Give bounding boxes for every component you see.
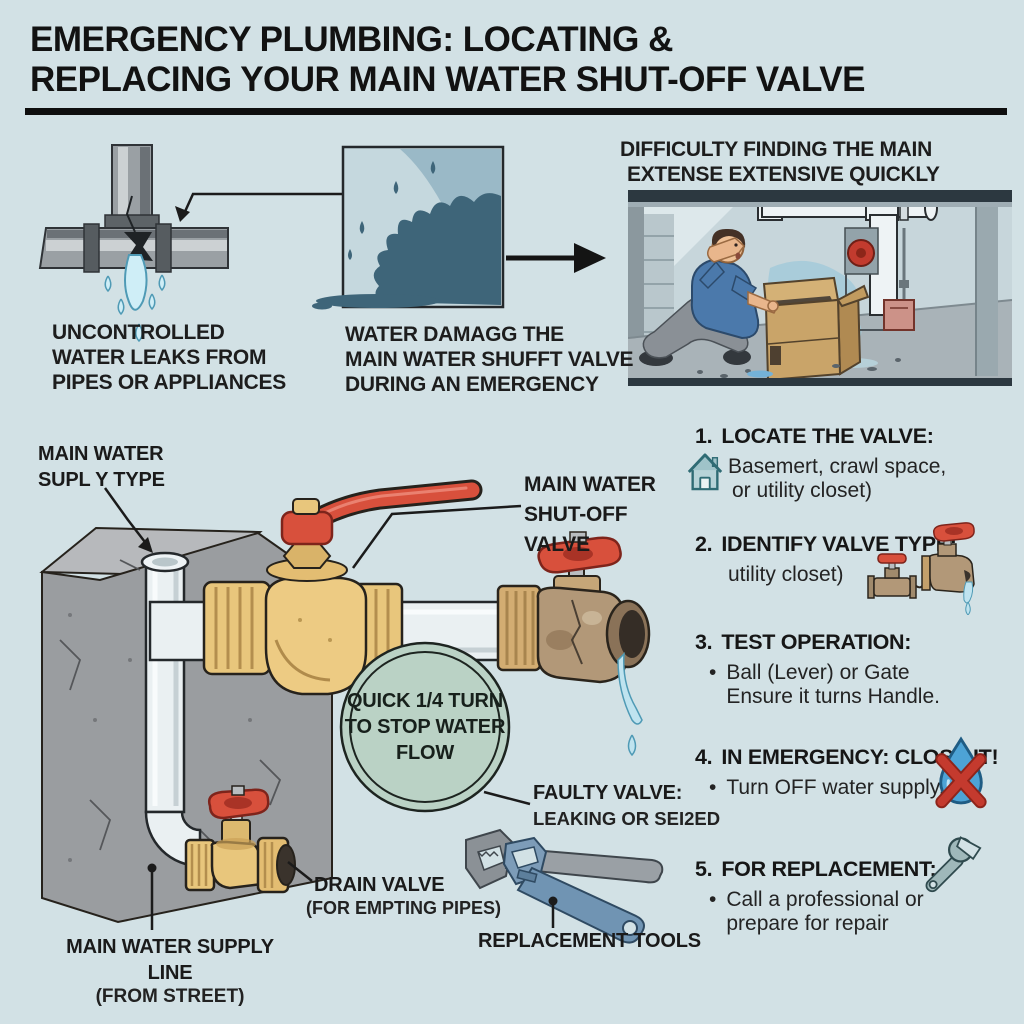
faulty-valve-subtitle: LEAKING OR SEI2ED [533, 808, 721, 829]
drain-valve-title: DRAIN VALVE [314, 874, 445, 896]
shutoff-valve-line: VALVE [524, 533, 590, 556]
faulty-valve-label: FAULTY VALVE: LEAKING OR SEI2ED [533, 780, 720, 830]
leak-caption-line: WATER LEAKS FROM [52, 346, 267, 369]
step-title: IDENTIFY VALVE TYPE: [721, 532, 957, 556]
wall-valve [844, 227, 915, 331]
flow-arrow [506, 243, 606, 273]
drain-valve-label: DRAIN VALVE (FOR EMPTING PIPES) [306, 872, 506, 919]
step-line: prepare for repair [726, 911, 889, 935]
drain-valve [184, 785, 296, 894]
wrenches [465, 828, 664, 944]
drain-valve-subtitle: (FOR EMPTING PIPES) [306, 898, 502, 918]
step-test-operation: 3. TEST OPERATION: • Ball (Lever) or Gat… [695, 630, 1024, 708]
quick-turn-line: QUICK 1/4 TURN [346, 690, 504, 712]
search-heading-line: EXTENSE EXTENSIVE QUICKLY [627, 163, 940, 186]
bullet-glyph: • [709, 888, 717, 911]
step-heading: 2. IDENTIFY VALVE TYPE: [695, 532, 1024, 557]
step-line: Basemert, crawl space, [728, 455, 947, 478]
quick-turn-badge [339, 641, 511, 813]
step-line: utility closet) [728, 563, 844, 586]
step-identify-valve: 2. IDENTIFY VALVE TYPE: utility closet) [695, 532, 1024, 587]
damage-caption: WATER DAMAGG THE MAIN WATER SHUFFT VALVE… [345, 322, 634, 397]
no-water-icon [935, 736, 987, 809]
water-splash-panel [312, 145, 505, 310]
supply-type-line: MAIN WATER [38, 443, 164, 465]
step-body: • Call a professional or prepare for rep… [695, 888, 1024, 935]
damage-caption-line: WATER DAMAGG THE [345, 323, 564, 346]
tools-label: REPLACEMENT TOOLS [478, 930, 701, 952]
step-number: 2. [695, 532, 713, 556]
step-title: TEST OPERATION: [721, 630, 912, 654]
cardboard-box [762, 276, 870, 382]
page-title-line2: REPLACING YOUR MAIN WATER SHUT-OFF VALVE [30, 60, 865, 99]
search-heading: DIFFICULTY FINDING THE MAIN EXTENSE EXTE… [620, 137, 940, 187]
gate-valve [496, 531, 651, 757]
wrench-icon [925, 836, 982, 893]
step-line: Ensure it turns Handle. [726, 684, 940, 708]
leak-caption-line: PIPES OR APPLIANCES [52, 371, 286, 394]
leader-lines [103, 487, 558, 930]
supply-line-subtitle: (FROM STREET) [95, 986, 245, 1007]
step-heading: 1. LOCATE THE VALVE: [695, 424, 1024, 449]
quick-turn-text: QUICK 1/4 TURN TO STOP WATER FLOW [340, 688, 510, 766]
supply-type-line: SUPL Y TYPE [38, 469, 165, 491]
damage-caption-line: MAIN WATER SHUFFT VALVE [345, 348, 634, 371]
step-line: Ball (Lever) or Gate [726, 661, 910, 684]
valve-pair-icon [867, 522, 975, 615]
step-heading: 3. TEST OPERATION: [695, 630, 1024, 655]
faulty-valve-title: FAULTY VALVE: [533, 782, 683, 804]
bullet-glyph: • [709, 661, 717, 684]
worried-man [639, 228, 779, 366]
shutoff-valve-line: MAIN WATER [524, 473, 656, 496]
step-number: 3. [695, 630, 713, 654]
quick-turn-line: FLOW [395, 742, 455, 764]
leak-leader-line [175, 192, 357, 222]
house-icon [687, 453, 723, 491]
shutoff-valve-line: SHUT-OFF [524, 503, 628, 526]
step-replacement: 5. FOR REPLACEMENT: • Call a professiona… [695, 857, 1024, 935]
step-heading: 5. FOR REPLACEMENT: [695, 857, 1024, 882]
page-title: EMERGENCY PLUMBING: LOCATING & REPLACING… [30, 20, 990, 100]
shutoff-valve-label: MAIN WATER SHUT-OFF VALVE [524, 470, 656, 560]
step-title: LOCATE THE VALVE: [721, 424, 934, 448]
step-body: • Ball (Lever) or Gate Ensure it turns H… [695, 661, 1024, 708]
leaking-pipe-illustration [38, 144, 229, 343]
step-body: • Turn OFF water supply. [695, 776, 1024, 800]
supply-line-title: MAIN WATER SUPPLY LINE [66, 936, 274, 984]
step-locate-valve: 1. LOCATE THE VALVE: Basemert, crawl spa… [695, 424, 1024, 502]
quick-turn-line: TO STOP WATER [344, 716, 506, 738]
supply-line-label: MAIN WATER SUPPLY LINE (FROM STREET) [55, 934, 285, 1008]
step-line: Turn OFF water supply. [726, 776, 945, 799]
step-body: Basemert, crawl space, or utility closet… [695, 455, 1024, 502]
step-body: utility closet) [695, 563, 1024, 587]
leak-caption: UNCONTROLLED WATER LEAKS FROM PIPES OR A… [52, 320, 286, 395]
step-title: FOR REPLACEMENT: [721, 857, 937, 881]
step-number: 5. [695, 857, 713, 881]
ball-valve [202, 479, 483, 696]
step-number: 4. [695, 745, 713, 769]
basement-scene [628, 190, 1012, 386]
floor-spots [697, 358, 901, 378]
step-number: 1. [695, 424, 713, 448]
page-title-line1: EMERGENCY PLUMBING: LOCATING & [30, 20, 673, 59]
damage-caption-line: DURING AN EMERGENCY [345, 373, 599, 396]
supply-type-label: MAIN WATER SUPL Y TYPE [38, 441, 165, 493]
search-heading-line: DIFFICULTY FINDING THE MAIN [620, 138, 932, 161]
step-line: Call a professional or [726, 888, 924, 911]
leak-caption-line: UNCONTROLLED [52, 321, 225, 344]
bullet-glyph: • [709, 776, 717, 799]
step-line: or utility closet) [732, 478, 873, 502]
title-divider [25, 108, 1007, 115]
